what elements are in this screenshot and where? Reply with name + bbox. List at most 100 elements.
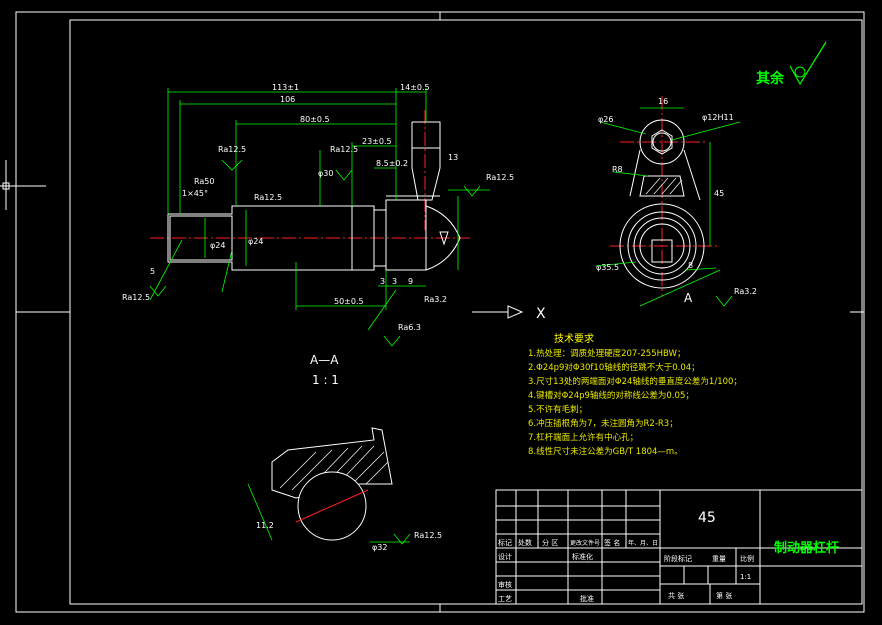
tech-item-6: 6.冲压插根角为7，未注圆角为R2-R3；	[528, 418, 678, 429]
part-name: 制动器杠杆	[774, 540, 839, 556]
roughness-circle	[794, 66, 806, 78]
tb-standardize: 标准化	[572, 552, 593, 561]
front-labels: 113±1 14±0.5 106 80±0.5 23±0.5 Ra12.5 Ra…	[122, 83, 514, 332]
arm-edges	[629, 149, 701, 201]
section-label-ra: Ra12.5	[414, 531, 442, 540]
lower-flange-outer	[619, 203, 705, 289]
side-label-16: 16	[658, 97, 668, 106]
leader-ra-bottom	[221, 249, 233, 293]
section-scale: 1 : 1	[312, 373, 339, 387]
ra-symbol-section	[393, 533, 411, 545]
leader-phi35	[595, 261, 637, 267]
arm-section	[639, 175, 685, 197]
dim-label-8.5: 8.5±0.2	[376, 159, 408, 168]
side-label-a: A	[684, 291, 693, 305]
view-arrow-x: X	[472, 305, 546, 322]
ra-label-3: Ra12.5	[254, 193, 282, 202]
dim-label-5: 5	[150, 267, 155, 276]
inner-frame	[69, 19, 863, 605]
tb-header-zone: 分 区	[542, 538, 558, 547]
tb-header-change: 更改文件号	[570, 539, 600, 547]
dim-label-80: 80±0.5	[300, 115, 330, 124]
dim-label-14: 14±0.5	[400, 83, 430, 92]
title-block-text: 45 制动器杠杆 标记 处数 分 区 更改文件号 签 名 年、月、日 设计 标准…	[498, 510, 839, 603]
section-dimensions	[247, 483, 411, 545]
keyway	[651, 239, 673, 263]
leader-phi26	[599, 121, 647, 135]
tb-header-count: 处数	[518, 538, 532, 547]
ra-label-7: Ra6.3	[398, 323, 421, 332]
ra-label-2: Ra50	[194, 177, 214, 186]
datum-marker	[439, 231, 449, 246]
tech-item-3: 3.尺寸13处的两端面对Φ24轴线的垂直度公差为1/100；	[528, 376, 742, 387]
side-label-8: 8	[688, 261, 693, 270]
lever-arm	[411, 121, 441, 201]
tech-requirements: 技术要求 1.热处理：调质处理硬度207-255HBW； 2.Φ24p9对Φ30…	[528, 332, 742, 457]
dim-label-113: 113±1	[272, 83, 299, 92]
tech-item-1: 1.热处理：调质处理硬度207-255HBW；	[528, 348, 685, 359]
surface-finish-note: 其余	[756, 41, 827, 87]
crosshair-box	[2, 182, 10, 190]
tb-weight: 重量	[712, 555, 726, 563]
front-view	[150, 110, 470, 271]
leader-ra-left	[149, 239, 183, 301]
tb-approve: 批准	[580, 594, 594, 603]
lower-flange-mid	[627, 211, 697, 281]
dim-label-9: 9	[408, 277, 413, 286]
tb-sheets-total: 共 张	[668, 591, 684, 600]
ra-label-1: Ra12.5	[218, 145, 246, 154]
side-view	[610, 96, 720, 296]
ra-symbol-2	[335, 169, 353, 181]
tb-scale-value: 1:1	[740, 573, 751, 581]
title-block-frame	[495, 489, 863, 605]
section-label-11.2: 11.2	[256, 521, 274, 530]
dim-8-line	[685, 267, 717, 271]
ra-label-8: Ra12.5	[122, 293, 150, 302]
ra-label-5: Ra12.5	[486, 173, 514, 182]
arrow-label: X	[536, 306, 546, 322]
leader-phi12	[671, 121, 741, 141]
ra-symbol-1	[221, 159, 243, 171]
dim-11.2-line	[247, 483, 273, 541]
dim-label-50: 50±0.5	[334, 297, 364, 306]
dim-label-phi24b: φ24	[248, 237, 263, 246]
dim-label-3b: 3	[392, 277, 397, 286]
tb-sheet-no: 第 张	[716, 591, 732, 600]
tb-review: 审核	[498, 580, 512, 589]
outer-frame	[15, 11, 865, 613]
side-dimensions	[595, 107, 741, 307]
dim-label-phi24: φ24	[210, 241, 225, 250]
roughness-symbol	[789, 41, 827, 86]
tb-header-date: 年、月、日	[628, 539, 658, 547]
dim-label-3a: 3	[380, 277, 385, 286]
tech-heading: 技术要求	[554, 332, 594, 345]
side-label-phi12: φ12H11	[702, 113, 734, 122]
section-cut-line	[639, 269, 721, 307]
tech-item-8: 8.线性尺寸未注公差为GB/T 1804—m。	[528, 446, 683, 457]
lower-flange-inner	[633, 217, 691, 275]
arm-hatch	[645, 177, 683, 195]
tb-scale: 比例	[740, 554, 754, 563]
ra-symbol-4	[149, 285, 167, 297]
section-view: A—A 1 : 1 11.2 φ32 Ra12.5	[247, 353, 442, 552]
ra-symbol-5	[383, 335, 401, 347]
surface-finish-note-text: 其余	[756, 70, 785, 87]
ra-symbol-3	[463, 185, 481, 197]
side-label-phi26: φ26	[598, 115, 613, 124]
side-label-45: 45	[714, 189, 724, 198]
leader-ra-right	[367, 289, 397, 331]
arrow-head	[507, 305, 524, 319]
title-block	[495, 489, 863, 605]
side-label-phi35: φ35.5	[596, 263, 619, 272]
dim-label-106: 106	[280, 95, 295, 104]
tech-item-2: 2.Φ24p9对Φ30f10轴线的径跳不大于0.04；	[528, 362, 700, 373]
upper-hole	[652, 132, 672, 152]
dim-label-phi30: φ30	[318, 169, 333, 178]
upper-boss	[639, 119, 685, 165]
tech-item-4: 4.键槽对Φ24p9轴线的对称线公差为0.05；	[528, 390, 694, 401]
side-labels: 16 φ26 φ12H11 R8 45 φ35.5 8 A Ra3.2	[596, 97, 757, 305]
tech-item-5: 5.不许有毛刺；	[528, 404, 587, 415]
tb-process: 工艺	[498, 595, 512, 603]
